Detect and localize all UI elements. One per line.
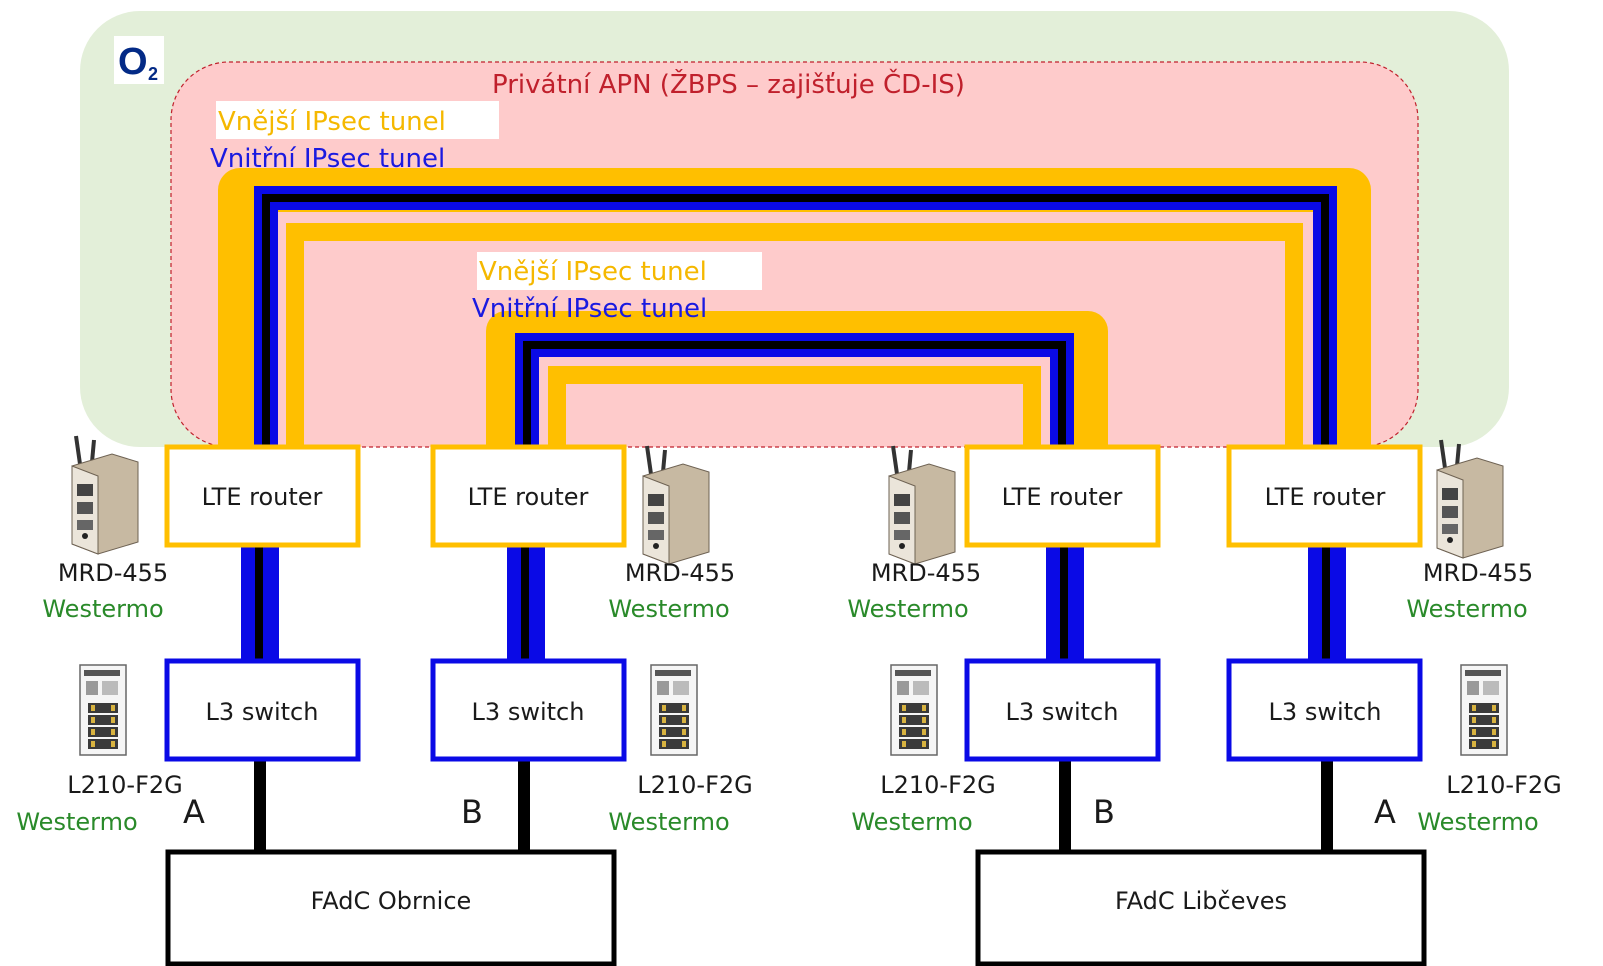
path-label: A — [1374, 793, 1396, 831]
o2-logo: O 2 — [114, 36, 164, 84]
o2-logo-subscript: 2 — [148, 64, 158, 84]
site-fadc-obrnice: FAdC Obrnice — [168, 852, 614, 964]
router-model-label: MRD-455 — [1423, 559, 1533, 587]
lte-router-label: LTE router — [468, 483, 589, 511]
apn-label: Privátní APN (ŽBPS – zajišťuje ČD-IS) — [492, 68, 965, 100]
lte-router-3: LTE router — [967, 447, 1158, 545]
site-fadc-libceves: FAdC Libčeves — [978, 852, 1424, 964]
lte-router-2: LTE router — [433, 447, 624, 545]
inner-tunnel-inner-label: Vnitřní IPsec tunel — [472, 294, 707, 324]
switch-vendor-label: Westermo — [608, 808, 729, 836]
site-label: FAdC Libčeves — [1115, 887, 1287, 915]
switch-model-label: L210-F2G — [67, 771, 183, 799]
switch-model-label: L210-F2G — [880, 771, 996, 799]
l3-switch-4: L3 switch — [1229, 661, 1420, 759]
outer-tunnel-inner-label: Vnitřní IPsec tunel — [210, 144, 445, 174]
switch-device-icon — [80, 665, 126, 755]
lte-router-label: LTE router — [1002, 483, 1123, 511]
router-model-label: MRD-455 — [871, 559, 981, 587]
l3-switch-3: L3 switch — [967, 661, 1158, 759]
lte-router-device-icon — [643, 446, 709, 564]
l3-switch-label: L3 switch — [206, 698, 319, 726]
l3-switch-2: L3 switch — [433, 661, 624, 759]
path-label: B — [1093, 793, 1115, 831]
switch-vendor-label: Westermo — [1417, 808, 1538, 836]
lte-router-1: LTE router — [167, 447, 358, 545]
router-vendor-label: Westermo — [608, 595, 729, 623]
l3-switch-1: L3 switch — [167, 661, 358, 759]
inner-tunnel-outer-label: Vnější IPsec tunel — [479, 257, 707, 287]
o2-logo-letter: O — [118, 41, 148, 83]
outer-tunnel-outer-label: Vnější IPsec tunel — [218, 107, 446, 137]
switch-device-icon — [1461, 665, 1507, 755]
l3-switch-label: L3 switch — [472, 698, 585, 726]
lte-router-label: LTE router — [202, 483, 323, 511]
router-vendor-label: Westermo — [1406, 595, 1527, 623]
lte-router-4: LTE router — [1229, 447, 1420, 545]
router-model-label: MRD-455 — [625, 559, 735, 587]
switch-site-links — [254, 759, 1333, 852]
router-vendor-label: Westermo — [847, 595, 968, 623]
router-vendor-label: Westermo — [42, 595, 163, 623]
l3-switch-label: L3 switch — [1269, 698, 1382, 726]
lte-router-device-icon — [1437, 440, 1503, 558]
switch-vendor-label: Westermo — [16, 808, 137, 836]
switch-vendor-label: Westermo — [851, 808, 972, 836]
lte-router-device-icon — [889, 446, 955, 564]
lte-router-label: LTE router — [1265, 483, 1386, 511]
switch-model-label: L210-F2G — [637, 771, 753, 799]
path-label: A — [183, 793, 205, 831]
switch-device-icon — [651, 665, 697, 755]
router-switch-links — [241, 545, 1346, 661]
router-model-label: MRD-455 — [58, 559, 168, 587]
switch-device-icon — [891, 665, 937, 755]
switch-model-label: L210-F2G — [1446, 771, 1562, 799]
l3-switch-label: L3 switch — [1006, 698, 1119, 726]
path-label: B — [461, 793, 483, 831]
lte-router-device-icon — [72, 436, 138, 554]
site-label: FAdC Obrnice — [311, 887, 472, 915]
